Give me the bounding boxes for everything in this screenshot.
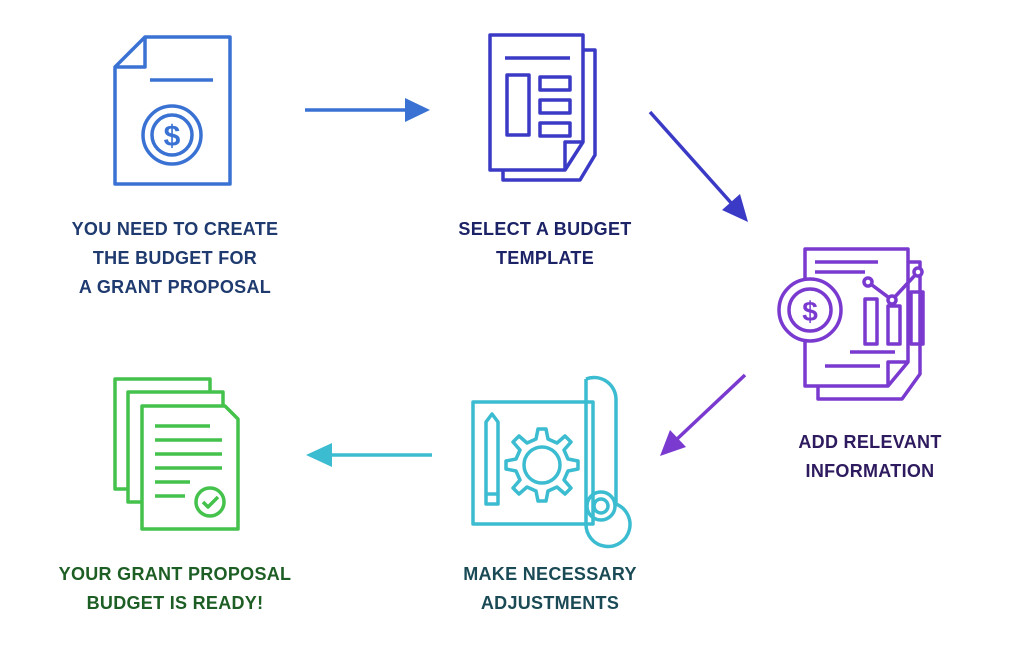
arrow-step4-to-step5	[306, 443, 432, 467]
step-1-label: YOU NEED TO CREATE THE BUDGET FOR A GRAN…	[71, 219, 279, 297]
arrow-step3-to-step4	[660, 373, 747, 456]
step-3-label: ADD RELEVANT INFORMATION	[798, 432, 942, 481]
approved-documents-icon	[113, 377, 240, 531]
arrow-step2-to-step3	[648, 110, 748, 222]
arrow-step1-to-step2	[305, 98, 430, 122]
blueprint-gear-icon	[471, 375, 632, 549]
template-document-icon	[488, 33, 597, 182]
svg-text:$: $	[164, 120, 181, 153]
step-4-label: MAKE NECESSARY ADJUSTMENTS	[463, 564, 637, 613]
step-2-label: SELECT A BUDGET TEMPLATE	[458, 219, 632, 268]
svg-text:$: $	[802, 296, 818, 327]
step-5-label: YOUR GRANT PROPOSAL BUDGET IS READY!	[58, 564, 292, 613]
budget-document-icon: $	[113, 35, 232, 186]
report-chart-icon: $	[777, 247, 925, 401]
